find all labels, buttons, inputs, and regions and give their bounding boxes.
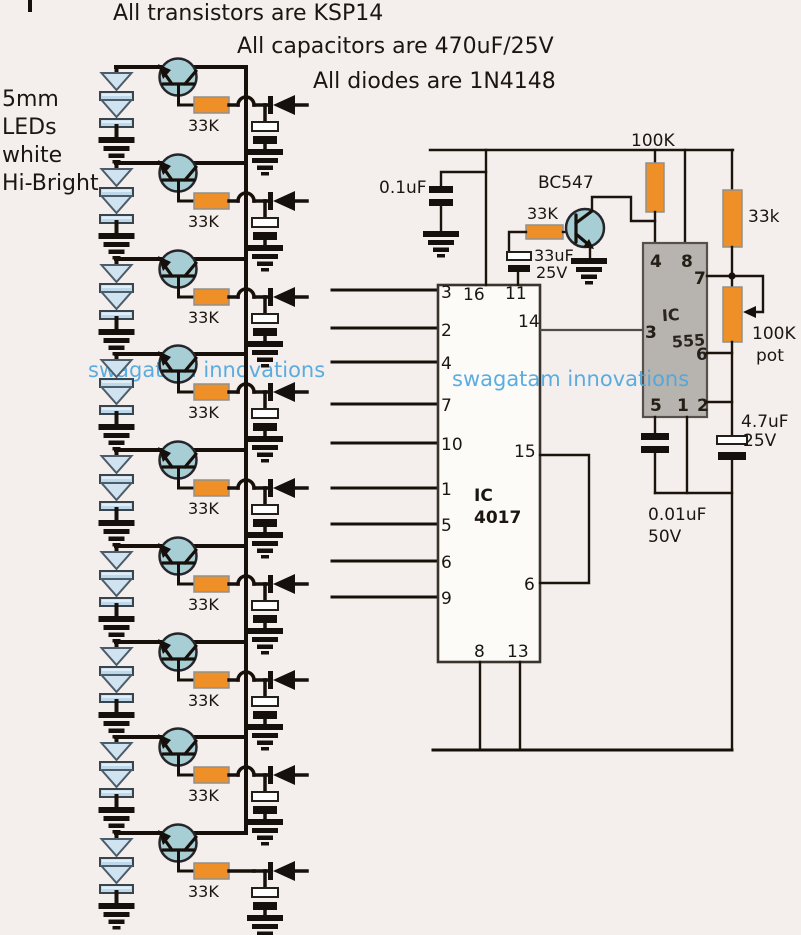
watermark-right: swagatam innovations [452, 367, 689, 391]
control-cap-voltage: 50V [648, 527, 682, 547]
control-cap-label: 0.01uF [648, 505, 706, 525]
note-led-line3: white [2, 143, 62, 168]
ic4017-pin-6-right: 6 [524, 575, 535, 595]
timing-cap-label: 4.7uF [741, 412, 789, 432]
timing-cap-voltage: 25V [743, 431, 777, 451]
led-channel-group-1 [99, 59, 308, 176]
control-cap: 0.01uF 50V [641, 415, 734, 547]
ic4017-name-line2: 4017 [474, 508, 521, 528]
base-cap-label: 33uF [534, 246, 574, 265]
ic555-name-line1: IC [661, 305, 680, 325]
led-channel-group-6 [99, 538, 308, 655]
bc547-collector-wire [590, 195, 657, 223]
ic4017-body [436, 283, 542, 664]
ic555-pin-7: 7 [694, 269, 706, 289]
ic4017-pin-8: 8 [474, 642, 485, 662]
ic4017-pin-6: 6 [441, 553, 452, 573]
decoupling-cap: 0.1uF [379, 148, 488, 287]
ic4017-block: 3 2 4 7 10 1 5 6 9 16 11 14 15 6 8 13 IC… [330, 283, 591, 752]
pot-word-label: pot [756, 346, 784, 366]
ic4017-pin-7: 7 [441, 396, 452, 416]
led-channel-group-8 [99, 729, 308, 846]
led-driver-column [99, 59, 308, 935]
bc547-base-resistor [525, 224, 564, 240]
timing-resistor-label: 33k [748, 207, 780, 227]
ic4017-reset-loop-wire [538, 453, 591, 585]
bc547-driver: BC547 33K 33uF 25V [506, 173, 657, 287]
ic4017-pin-5: 5 [441, 516, 452, 536]
ic4017-pin-16: 16 [463, 285, 485, 305]
ic4017-pin-9: 9 [441, 589, 452, 609]
bc547-base-resistor-label: 33K [527, 204, 558, 223]
led-channel-group-7 [99, 634, 308, 751]
reset-pullup-label: 100K [631, 131, 675, 151]
led-channel-group-2 [99, 155, 308, 272]
timing-cap: 4.7uF 25V [716, 412, 789, 752]
ic555-pin-4: 4 [650, 252, 662, 272]
ic4017-pin-1: 1 [441, 480, 452, 500]
note-led-line2: LEDs [2, 115, 57, 140]
reset-pullup-resistor: 100K [631, 131, 675, 245]
scan-artifact [28, 0, 32, 12]
ic4017-pin-11: 11 [505, 284, 527, 304]
ic4017-pin-10: 10 [441, 435, 463, 455]
ic4017-name-line1: IC [474, 486, 493, 506]
base-cap-voltage: 25V [536, 263, 567, 282]
led-channel-group-9 [99, 825, 308, 935]
note-led-line4: Hi-Bright [2, 171, 99, 196]
ic555-pin-8: 8 [681, 252, 693, 272]
ic555-pin-3: 3 [645, 323, 657, 343]
note-capacitors: All capacitors are 470uF/25V [237, 34, 554, 59]
led-channel-group-5 [99, 442, 308, 559]
decoupling-cap-label: 0.1uF [379, 178, 427, 198]
ic4017-pin-13: 13 [507, 642, 529, 662]
ic4017-pin-4: 4 [441, 354, 452, 374]
led-channel-group-3 [99, 251, 308, 368]
note-diodes: All diodes are 1N4148 [313, 69, 556, 94]
ic4017-pin-14: 14 [518, 312, 540, 332]
ic555-pin-5: 5 [650, 396, 662, 416]
ic4017-pin-3: 3 [441, 283, 452, 303]
note-led-type: 5mm LEDs white Hi-Bright [2, 87, 99, 196]
note-led-line1: 5mm [2, 87, 59, 112]
oscillator-section: 0.1uF 100K BC547 33K 33uF 25V [379, 131, 796, 752]
timing-resistor: 33k [722, 148, 780, 289]
bc547-label: BC547 [538, 173, 594, 193]
ic4017-output-lines [330, 288, 440, 599]
ic555-pin-1: 1 [677, 396, 689, 416]
ic555-pin-2: 2 [697, 396, 709, 416]
frequency-pot: 100K pot [705, 272, 796, 438]
ic4017-pin-15: 15 [514, 442, 536, 462]
pot-value-label: 100K [752, 324, 796, 344]
ic555-name-line2: 555 [671, 330, 706, 351]
note-transistors: All transistors are KSP14 [113, 1, 383, 26]
ic555-pin-6: 6 [696, 345, 708, 365]
ic4017-pin-2: 2 [441, 321, 452, 341]
